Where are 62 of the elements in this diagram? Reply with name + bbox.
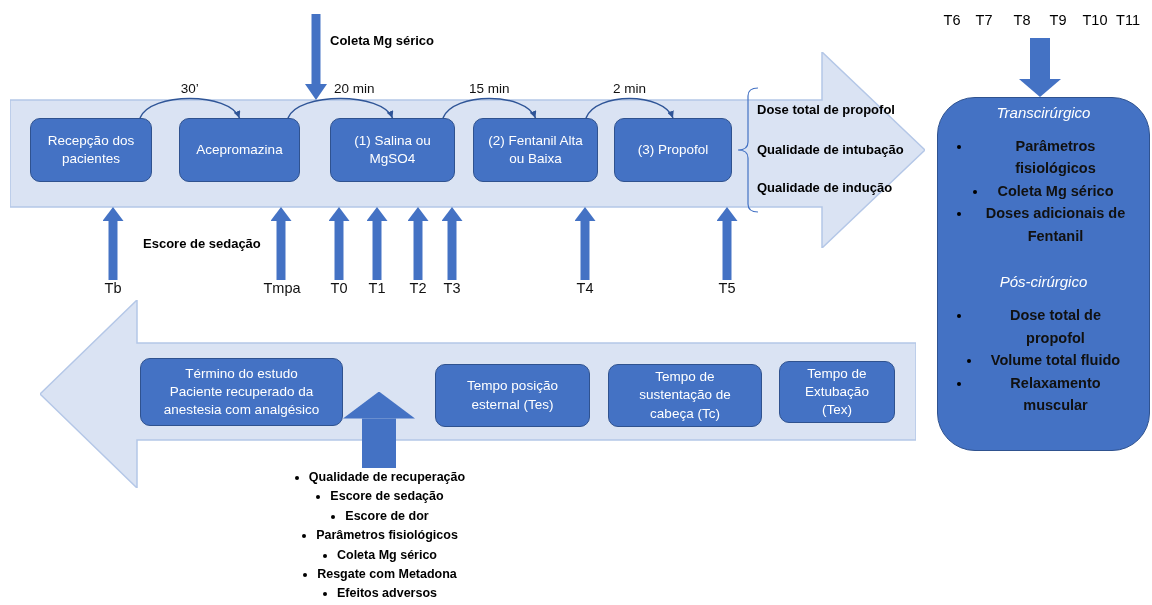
box-text: Término do estudo	[185, 364, 298, 383]
list-item: Parâmetros fisiológicos	[1014, 137, 1097, 179]
process-box: Tempo de sustentação de cabeça (Tc)	[608, 364, 762, 427]
list-item: Escore de dor	[345, 507, 429, 525]
time-point-label: T1	[360, 280, 394, 302]
time-point-label: T11	[1116, 12, 1140, 28]
process-box: Tempo posição esternal (Tes)	[435, 364, 590, 427]
process-box	[140, 358, 343, 426]
list-item: Doses adicionais de Fentanil	[984, 204, 1127, 246]
outcome-note: Qualidade de indução	[757, 180, 893, 195]
block-arrow	[441, 207, 463, 280]
block-arrow	[574, 207, 596, 280]
list-item: Resgate com Metadona	[317, 566, 457, 584]
process-box: (2) Fentanil Alta ou Baixa	[473, 118, 598, 182]
time-point-label: T3	[435, 280, 469, 302]
time-point-label: T7	[975, 12, 993, 28]
block-arrow	[407, 207, 429, 280]
box-text: Paciente recuperado da anestesia com analgésico	[162, 382, 321, 420]
outcome-note: Dose total de propofol	[757, 102, 895, 117]
time-point-label: T5	[710, 280, 744, 302]
time-point-label: Tmpa	[261, 280, 303, 302]
curved-arrow	[287, 97, 394, 119]
list-item: Dose total de propofol	[1008, 306, 1102, 348]
block-arrow	[1019, 38, 1061, 97]
time-point-label: T4	[568, 280, 602, 302]
block-arrow	[328, 207, 350, 280]
block-arrow	[343, 391, 415, 468]
measurement-panel	[937, 97, 1150, 451]
block-arrow	[366, 207, 388, 280]
block-arrow	[716, 207, 738, 280]
list-item: Coleta Mg sérico	[337, 546, 437, 564]
block-arrow	[102, 207, 124, 280]
block-arrow	[305, 14, 327, 100]
time-point-label: T8	[1013, 12, 1031, 28]
curved-arrow	[585, 97, 674, 119]
time-point-label: Tb	[93, 280, 133, 302]
section-heading: Pós-cirúrgico	[998, 273, 1089, 291]
section-heading: Transcirúrgico	[995, 104, 1092, 121]
list-item: Parâmetros fisiológicos	[316, 527, 458, 545]
process-box: Recepção dos pacientes	[30, 118, 152, 182]
process-box: Tempo de Extubação (Tex)	[779, 361, 895, 423]
curved-arrow	[139, 97, 241, 119]
arrow-band	[40, 300, 916, 488]
block-arrow	[270, 207, 292, 280]
time-point-label: T0	[322, 280, 356, 302]
time-point-label: T9	[1049, 12, 1067, 28]
list-item: Escore de sedação	[330, 488, 444, 506]
process-box: (3) Propofol	[614, 118, 732, 182]
list-item: Relaxamento muscular	[1009, 373, 1102, 416]
process-box: Acepromazina	[179, 118, 300, 182]
time-point-label: T6	[943, 12, 961, 28]
time-point-label: T10	[1082, 12, 1108, 28]
list-item: Efeitos adversos	[336, 585, 437, 603]
list-item: Qualidade de recuperação	[308, 469, 466, 486]
score-note: Escore de sedação	[143, 236, 261, 251]
sample-note: Coleta Mg sérico	[330, 33, 435, 48]
time-point-label: T2	[401, 280, 435, 302]
list-item: Coleta Mg sérico	[997, 181, 1114, 201]
list-item: Volume total fluido	[990, 351, 1121, 371]
process-box: (1) Salina ou MgSO4	[330, 118, 455, 182]
outcome-note: Qualidade de intubação	[757, 142, 904, 157]
curved-arrow	[442, 97, 537, 119]
